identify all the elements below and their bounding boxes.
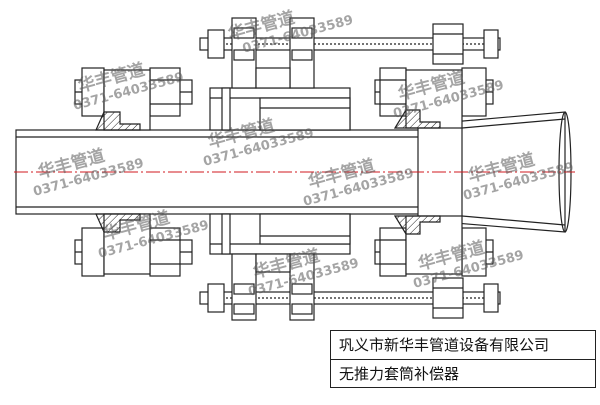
product-name: 无推力套筒补偿器 (331, 359, 595, 388)
central-sleeve (209, 87, 351, 255)
lower-flanges (231, 253, 315, 321)
right-upper-flange (374, 67, 494, 129)
lower-stay-bolt (199, 277, 501, 319)
company-name: 巩义市新华丰管道设备有限公司 (339, 336, 550, 354)
right-lower-flange (374, 215, 494, 277)
title-block: 巩义市新华丰管道设备有限公司 无推力套筒补偿器 (330, 330, 596, 388)
left-lower-flange (74, 213, 193, 277)
left-upper-flange (74, 67, 193, 131)
upper-stay-bolt (199, 23, 501, 65)
upper-flanges (231, 17, 315, 89)
